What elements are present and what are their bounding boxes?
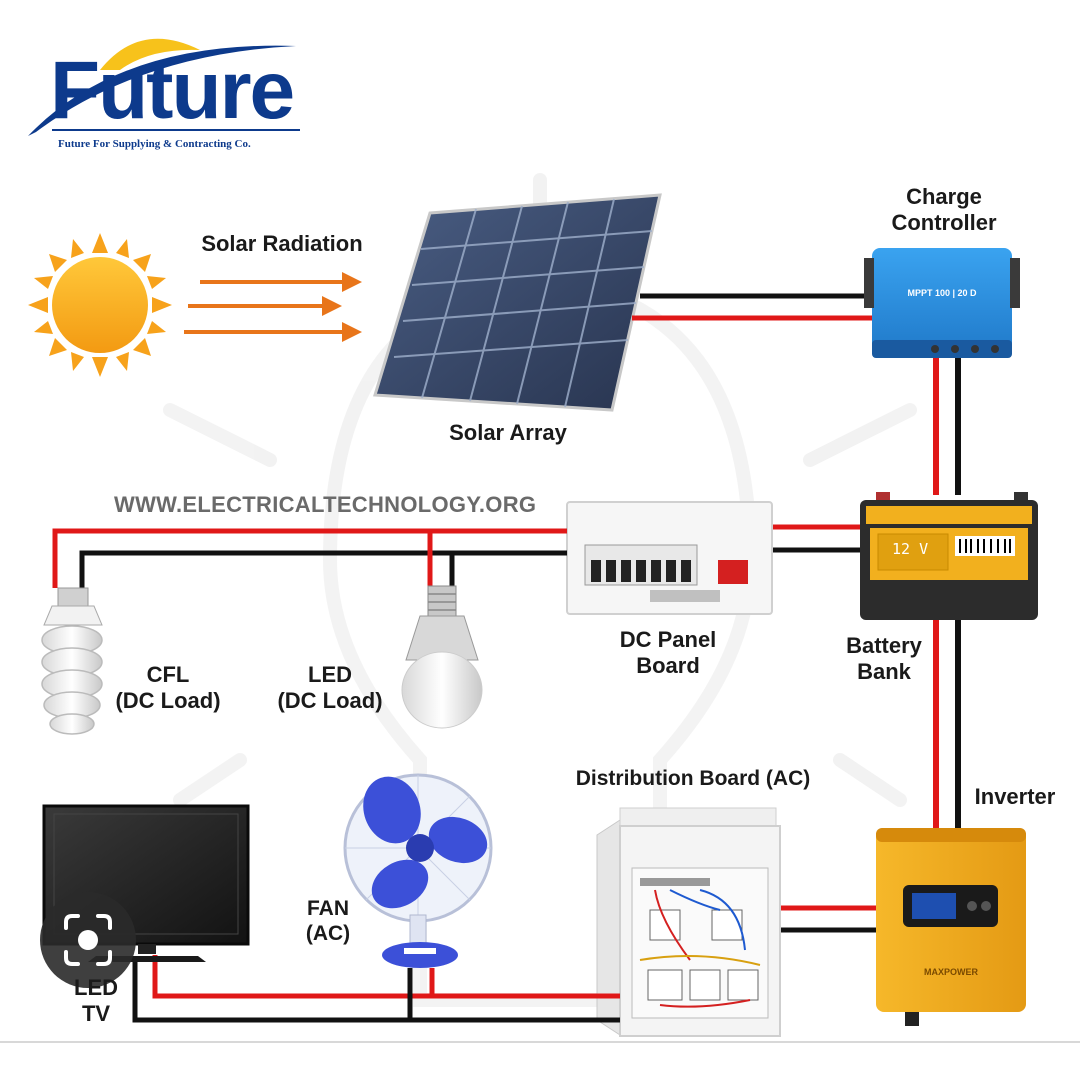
table-fan <box>343 773 493 968</box>
inverter-brand-text: MAXPOWER <box>924 967 979 977</box>
battery-bank: 12 V <box>860 492 1038 620</box>
battery-voltage: 12 V <box>892 540 928 558</box>
future-logo <box>28 38 300 136</box>
dc-load-wires <box>52 528 567 588</box>
brand-name: Future <box>50 45 295 136</box>
ac-load-wires <box>132 955 620 1023</box>
label-led: LED (DC Load) <box>277 662 383 714</box>
logo-sun-arc <box>100 38 200 70</box>
cfl-bulb <box>41 587 103 735</box>
wires-controller-battery <box>933 358 961 495</box>
label-dc-panel-board: DC Panel Board <box>619 627 717 679</box>
label-inverter: Inverter <box>974 784 1056 809</box>
camera-lens-icon[interactable] <box>40 892 136 988</box>
wires-inverter-distribution <box>780 905 876 933</box>
dc-panel-board <box>566 501 773 615</box>
wires-battery-inverter <box>933 620 961 830</box>
wires-battery-dcpanel <box>772 524 860 553</box>
label-distribution-board: Distribution Board (AC) <box>575 767 811 790</box>
website-watermark: WWW.ELECTRICALTECHNOLOGY.ORG <box>114 492 537 517</box>
solar-panel <box>373 193 662 412</box>
inverter: MAXPOWER <box>876 828 1026 1026</box>
logo-swoosh <box>28 45 296 136</box>
label-battery-bank: Battery Bank <box>846 633 922 685</box>
brand-tagline: Future For Supplying & Contracting Co. <box>58 138 251 150</box>
label-cfl: CFL (DC Load) <box>115 662 221 714</box>
radiation-arrows <box>184 272 362 342</box>
label-led-tv: LED TV <box>74 975 118 1027</box>
sun-icon <box>28 233 172 377</box>
label-fan: FAN (AC) <box>305 897 351 946</box>
label-solar-radiation: Solar Radiation <box>201 231 363 256</box>
led-bulb <box>401 585 483 729</box>
label-solar-array: Solar Array <box>449 420 567 445</box>
controller-model-text: MPPT 100 | 20 D <box>907 288 977 298</box>
distribution-board <box>596 807 781 1037</box>
charge-controller: MPPT 100 | 20 D <box>864 248 1020 358</box>
wires-panel-controller <box>632 293 882 321</box>
label-charge-controller: Charge Controller <box>891 184 997 236</box>
